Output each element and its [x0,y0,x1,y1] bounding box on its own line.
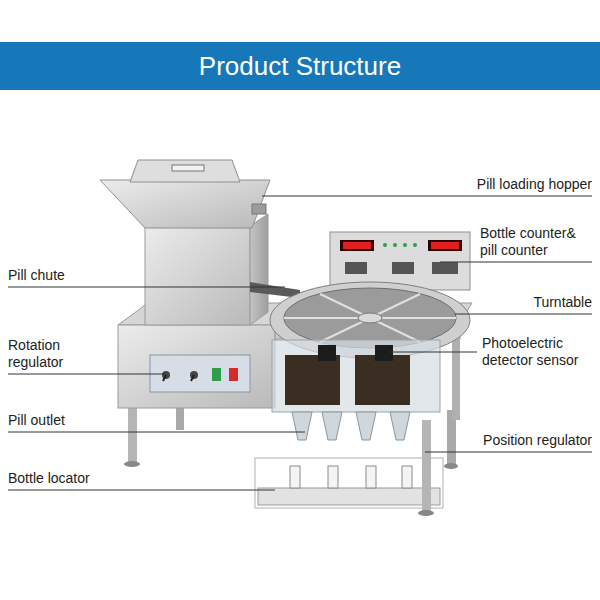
chute-window [355,355,410,405]
housing-side [250,214,268,325]
stop-button [229,368,238,381]
leader-line [390,352,477,353]
cabinet [118,325,275,408]
knob-lever [191,375,194,381]
part-label: Position regulator [483,432,592,449]
indicator [393,243,397,247]
leg [128,400,137,462]
outlet-funnel [322,412,342,440]
outlet-funnel [292,412,312,440]
turntable-disc [284,288,456,348]
spoke [284,317,370,319]
lid-handle [172,165,204,171]
bottle-clamp [328,466,338,488]
spoke [370,317,456,319]
chute-box [272,340,440,412]
leader-line [455,314,592,315]
part-label: Photoelectric detector sensor [482,335,594,369]
part-label: Pill chute [8,267,65,284]
part-label: Pill outlet [8,412,65,429]
tray-frame [255,458,443,508]
leader-line [425,452,592,453]
indicator [413,243,417,247]
knob-lever [163,375,166,381]
hub [358,313,382,323]
leader-line [440,262,592,263]
part-label: Rotation regulator [8,337,108,371]
foot [124,461,140,467]
bottle-clamp [290,466,300,488]
start-button [212,368,221,381]
photo-sensor [318,345,336,361]
hopper-funnel [100,180,270,228]
part-label: Pill loading hopper [477,176,592,193]
outlet-funnel [356,412,376,440]
leader-line [8,287,285,288]
hopper-clamp [252,204,266,214]
leader-line [262,196,592,197]
leader-line [8,374,165,375]
leg [422,420,431,512]
hopper-housing [145,226,250,325]
hopper-lid [130,160,240,182]
part-label: Bottle counter& pill counter [480,225,592,259]
counter-panel [330,232,470,290]
title-text: Product Structure [0,51,600,81]
foot [444,463,458,469]
counter-switch [392,262,414,274]
display-digits [431,242,459,249]
photo-sensor [375,345,393,361]
leader-line [8,490,275,491]
tray-base [258,488,440,505]
indicator [403,243,407,247]
bottle-clamp [366,466,376,488]
display-digits [343,242,371,249]
leader-line [8,432,305,433]
foot [418,510,434,516]
counter-switch [345,262,367,274]
bottle-clamp [402,466,412,488]
part-label: Turntable [533,294,592,311]
outlet-funnel [390,412,410,440]
display [340,240,374,251]
indicator [383,243,387,247]
display [428,240,462,251]
counter-switch [432,262,458,274]
chute-window [285,355,340,405]
part-label: Bottle locator [8,470,90,487]
